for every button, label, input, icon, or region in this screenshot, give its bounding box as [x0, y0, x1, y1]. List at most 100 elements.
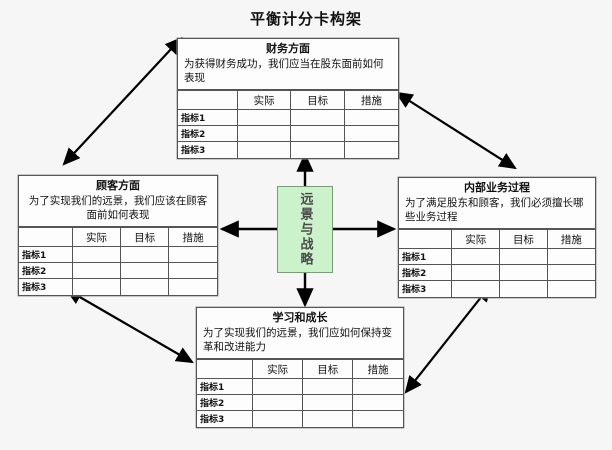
header-cell-blank — [197, 359, 254, 379]
customer-header: 顾客方面 为了实现我们的远景，我们应该在顾客面前如何表现 — [19, 176, 217, 227]
arrow-customer-learning — [64, 288, 194, 364]
cell-measure-2[interactable] — [546, 264, 595, 281]
row-label-2: 指标2 — [399, 264, 453, 281]
customer-table: 实际 目标 措施 指标1 指标2 指标3 — [19, 227, 217, 295]
center-box-label: 远景与战略 — [297, 192, 313, 267]
perspective-box-internal-process[interactable]: 内部业务过程 为了满足股东和顾客，我们必须擅长哪些业务过程 实际 目标 措施 指… — [398, 177, 596, 298]
header-cell-target: 目标 — [499, 229, 548, 249]
cell-measure-1[interactable] — [352, 378, 403, 395]
financial-table: 实际 目标 措施 指标1 指标2 指标3 — [178, 90, 398, 158]
cell-actual-1[interactable] — [71, 246, 122, 263]
table-row: 指标1 — [197, 378, 403, 395]
cell-target-3[interactable] — [499, 280, 548, 297]
table-row: 指标2 — [178, 125, 398, 142]
cell-actual-1[interactable] — [252, 378, 304, 395]
cell-target-1[interactable] — [302, 378, 354, 395]
internal-description: 为了满足股东和顾客，我们必须擅长哪些业务过程 — [405, 197, 584, 223]
table-row: 指标3 — [197, 410, 403, 427]
row-label-2: 指标2 — [19, 262, 73, 279]
cell-measure-3[interactable] — [352, 410, 403, 427]
table-row: 指标2 — [399, 264, 595, 281]
table-row: 指标1 — [19, 246, 217, 263]
header-cell-target: 目标 — [120, 227, 170, 247]
cell-target-2[interactable] — [302, 394, 354, 411]
perspective-box-financial[interactable]: 财务方面 为获得财务成功，我们应当在股东面前如何表现 实际 目标 措施 指标1 … — [177, 38, 399, 159]
cell-actual-3[interactable] — [252, 410, 304, 427]
table-row: 指标2 — [19, 262, 217, 279]
cell-actual-2[interactable] — [236, 125, 292, 142]
page-title: 平衡计分卡构架 — [249, 10, 362, 28]
learning-description: 为了实现我们的远景，我们应如何保持变革和改进能力 — [203, 327, 392, 353]
table-header-row: 实际 目标 措施 — [19, 227, 217, 247]
cell-target-1[interactable] — [499, 248, 548, 265]
arrow-financial-internal — [395, 91, 517, 170]
financial-title: 财务方面 — [266, 42, 310, 55]
cell-target-1[interactable] — [290, 109, 345, 126]
table-row: 指标2 — [197, 394, 403, 411]
row-label-2: 指标2 — [197, 394, 254, 411]
table-header-row: 实际 目标 措施 — [399, 229, 595, 249]
cell-actual-2[interactable] — [71, 262, 122, 279]
header-cell-blank — [178, 90, 238, 110]
header-cell-actual: 实际 — [252, 359, 304, 379]
row-label-2: 指标2 — [178, 125, 238, 142]
internal-title: 内部业务过程 — [464, 181, 530, 194]
cell-actual-3[interactable] — [236, 141, 292, 158]
row-label-3: 指标3 — [399, 280, 453, 297]
table-header-row: 实际 目标 措施 — [197, 359, 403, 379]
cell-target-2[interactable] — [499, 264, 548, 281]
header-cell-blank — [19, 227, 73, 247]
cell-measure-1[interactable] — [343, 109, 398, 126]
header-cell-actual: 实际 — [71, 227, 122, 247]
learning-table: 实际 目标 措施 指标1 指标2 指标3 — [197, 359, 403, 427]
table-row: 指标3 — [19, 278, 217, 295]
table-row: 指标3 — [399, 280, 595, 297]
cell-actual-3[interactable] — [451, 280, 501, 297]
arrow-internal-learning — [404, 283, 492, 394]
cell-target-2[interactable] — [120, 262, 170, 279]
header-cell-actual: 实际 — [236, 90, 292, 110]
cell-actual-1[interactable] — [451, 248, 501, 265]
row-label-1: 指标1 — [19, 246, 73, 263]
learning-title: 学习和成长 — [272, 311, 328, 324]
customer-title: 顾客方面 — [96, 179, 140, 192]
cell-actual-1[interactable] — [236, 109, 292, 126]
cell-target-2[interactable] — [290, 125, 345, 142]
internal-header: 内部业务过程 为了满足股东和顾客，我们必须擅长哪些业务过程 — [399, 178, 595, 229]
cell-measure-3[interactable] — [546, 280, 595, 297]
perspective-box-customer[interactable]: 顾客方面 为了实现我们的远景，我们应该在顾客面前如何表现 实际 目标 措施 指标… — [18, 175, 218, 296]
perspective-box-learning-growth[interactable]: 学习和成长 为了实现我们的远景，我们应如何保持变革和改进能力 实际 目标 措施 … — [196, 307, 404, 428]
header-cell-measure: 措施 — [352, 359, 403, 379]
row-label-3: 指标3 — [197, 410, 254, 427]
cell-target-3[interactable] — [290, 141, 345, 158]
internal-table: 实际 目标 措施 指标1 指标2 指标3 — [399, 229, 595, 297]
table-row: 指标1 — [399, 248, 595, 265]
table-row: 指标1 — [178, 109, 398, 126]
cell-measure-1[interactable] — [546, 248, 595, 265]
cell-target-3[interactable] — [302, 410, 354, 427]
cell-measure-2[interactable] — [343, 125, 398, 142]
row-label-3: 指标3 — [178, 141, 238, 158]
cell-target-1[interactable] — [120, 246, 170, 263]
customer-description: 为了实现我们的远景，我们应该在顾客面前如何表现 — [28, 195, 208, 221]
cell-target-3[interactable] — [120, 278, 170, 295]
arrow-financial-customer — [62, 36, 183, 166]
cell-measure-3[interactable] — [343, 141, 398, 158]
cell-measure-2[interactable] — [352, 394, 403, 411]
learning-header: 学习和成长 为了实现我们的远景，我们应如何保持变革和改进能力 — [197, 308, 403, 359]
cell-measure-1[interactable] — [168, 246, 217, 263]
cell-actual-2[interactable] — [451, 264, 501, 281]
financial-description: 为获得财务成功，我们应当在股东面前如何表现 — [184, 58, 384, 84]
cell-actual-3[interactable] — [71, 278, 122, 295]
row-label-3: 指标3 — [19, 278, 73, 295]
row-label-1: 指标1 — [178, 109, 238, 126]
header-cell-target: 目标 — [290, 90, 345, 110]
header-cell-measure: 措施 — [546, 229, 595, 249]
cell-measure-3[interactable] — [168, 278, 217, 295]
header-cell-actual: 实际 — [451, 229, 501, 249]
cell-actual-2[interactable] — [252, 394, 304, 411]
center-box-vision-strategy[interactable]: 远景与战略 — [277, 186, 333, 273]
header-cell-blank — [399, 229, 453, 249]
cell-measure-2[interactable] — [168, 262, 217, 279]
